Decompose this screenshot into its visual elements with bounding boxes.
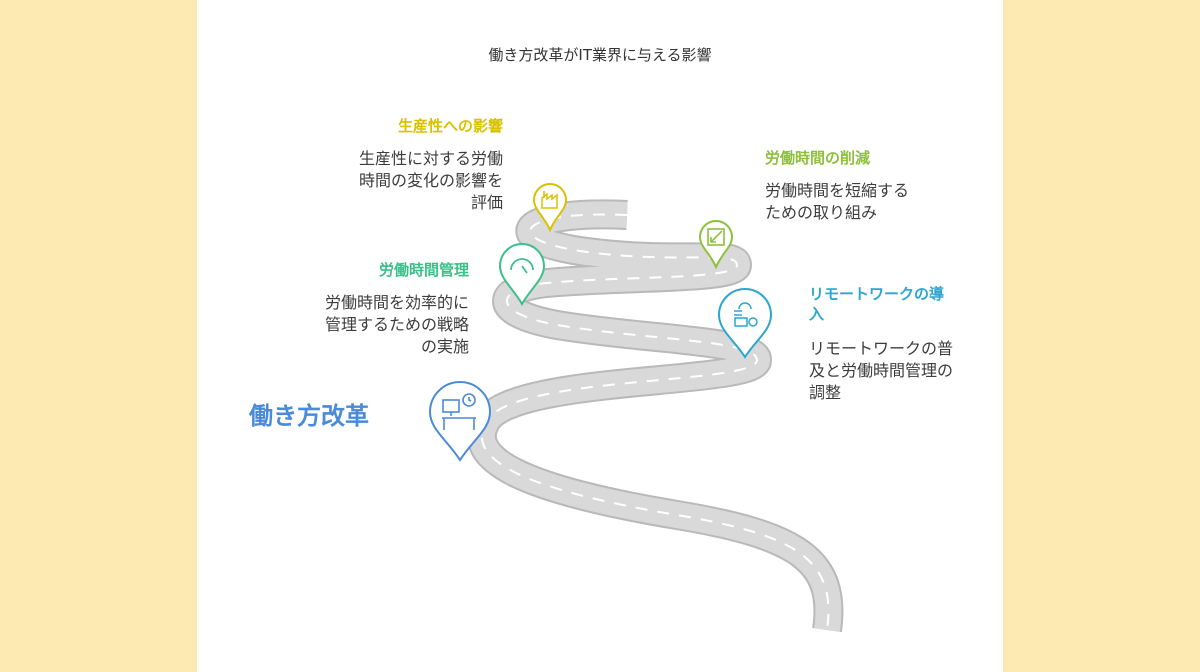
marker-remote-work — [717, 288, 773, 359]
label-hour-management-title: 労働時間管理 — [378, 261, 469, 279]
road-diagram — [428, 183, 844, 633]
marker-hour-reduction — [698, 220, 734, 270]
page-title: 働き方改革がIT業界に与える影響 — [488, 46, 712, 64]
desk-clock-icon — [442, 393, 476, 430]
label-remote-work-title: リモートワークの導 入 — [809, 285, 945, 323]
label-productivity-title: 生産性への影響 — [397, 117, 503, 135]
marker-workstyle-reform — [428, 381, 492, 462]
factory-icon — [541, 191, 558, 209]
gauge-icon — [510, 258, 534, 274]
label-hour-management-desc: 労働時間を効率的に 管理するための戦略 の実施 — [324, 293, 469, 356]
diagram-canvas: 働き方改革がIT業界に与える影響 — [197, 0, 1003, 672]
shrink-arrow-icon — [707, 228, 725, 246]
label-productivity-desc: 生産性に対する労働 時間の変化の影響を 評価 — [358, 149, 503, 212]
main-topic-label: 働き方改革 — [249, 402, 369, 430]
label-remote-work-desc: リモートワークの普 及と労働時間管理の 調整 — [809, 339, 954, 402]
remote-work-icon — [734, 302, 758, 327]
winding-road — [466, 199, 844, 633]
label-hour-reduction-desc: 労働時間を短縮する ための取り組み — [765, 181, 910, 222]
marker-productivity — [532, 183, 568, 233]
label-hour-reduction-title: 労働時間の削減 — [765, 149, 871, 167]
marker-hour-management — [498, 243, 546, 307]
